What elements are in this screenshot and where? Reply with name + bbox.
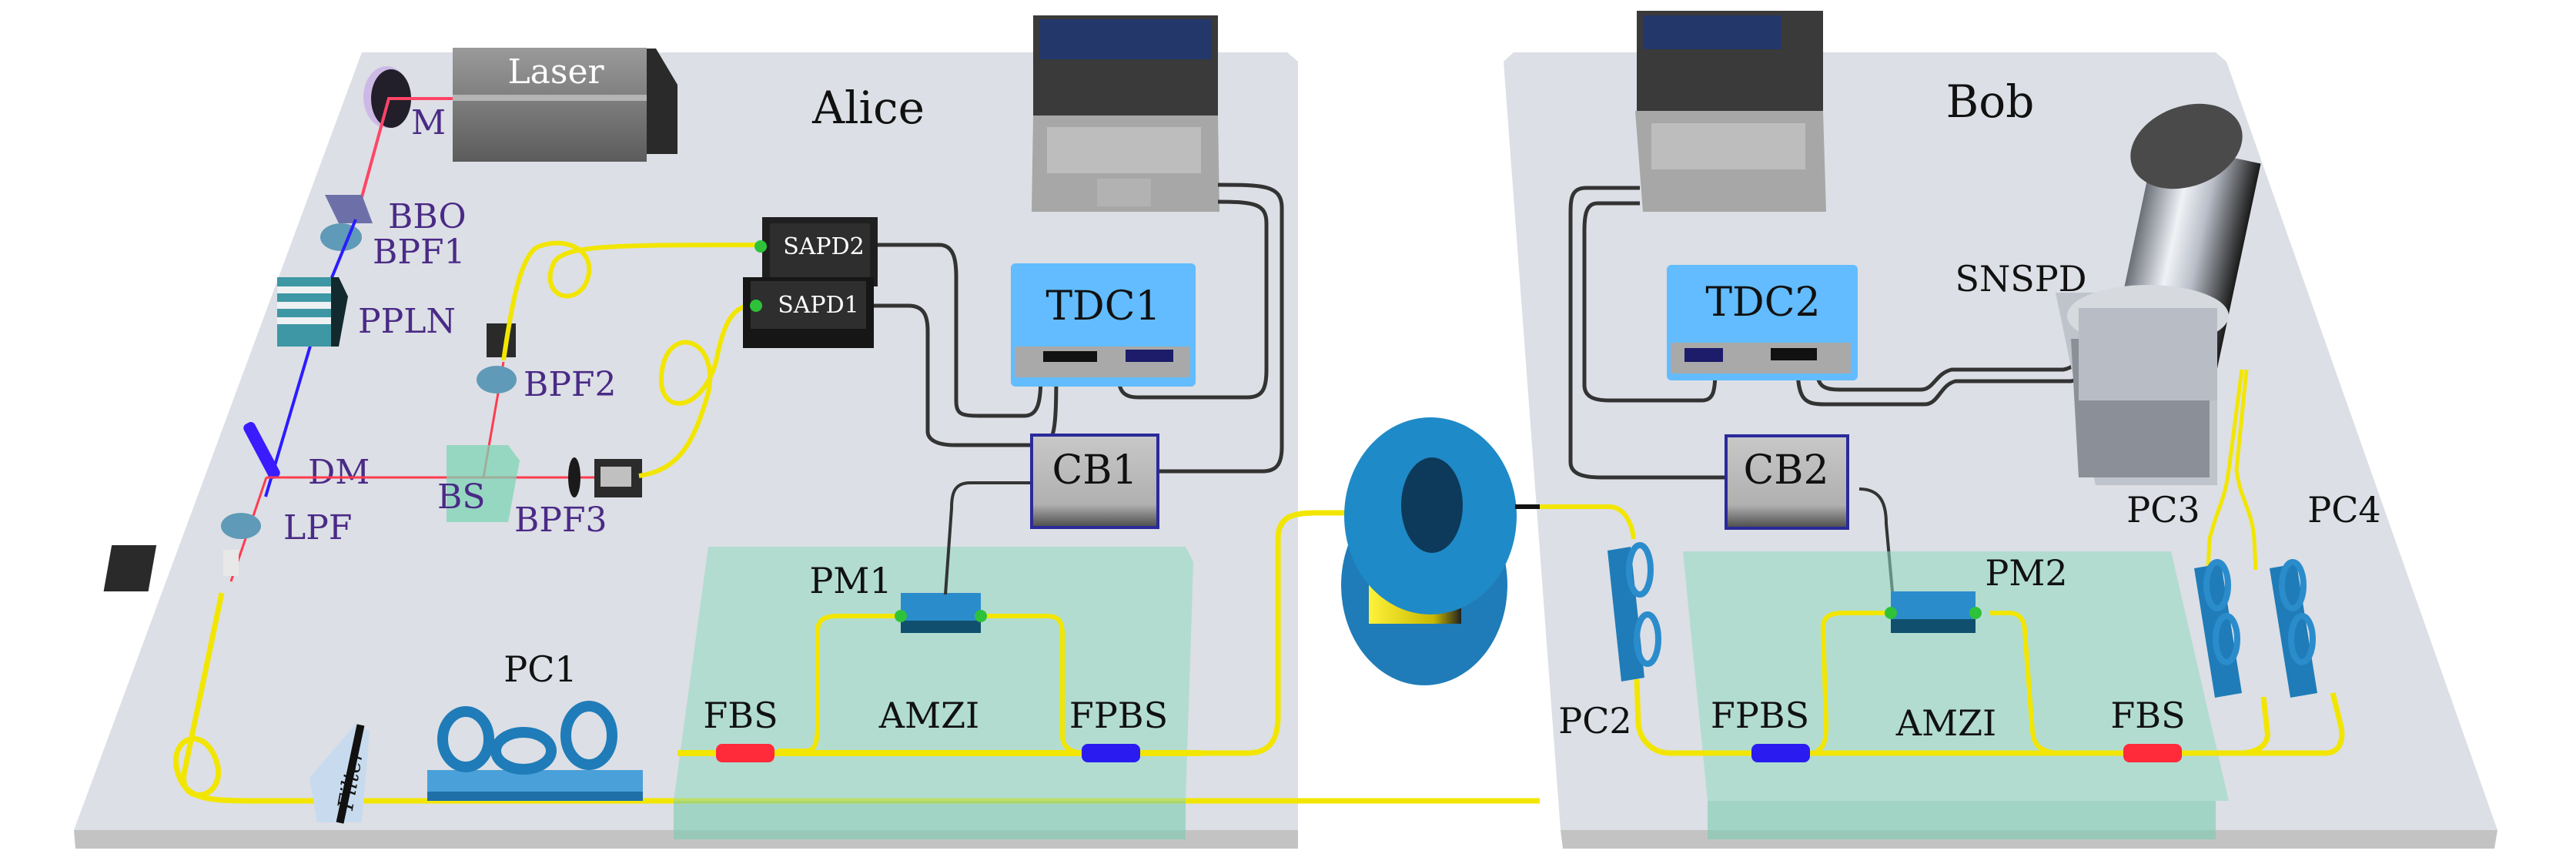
polarization-controller-pc4	[2270, 559, 2317, 698]
fpbs-alice-coupler	[1082, 744, 1140, 762]
phase-modulator-pm2	[1885, 591, 1982, 633]
cable-cb2-pm2	[1858, 487, 1895, 609]
cable-sapd2-tdc1	[878, 243, 1043, 418]
bs-label: BS	[437, 477, 485, 517]
tdc1-label: TDC1	[1045, 283, 1160, 330]
polarization-controller-pc1: PC1	[427, 648, 643, 801]
pc1-label: PC1	[503, 648, 577, 690]
pm1-label: PM1	[809, 560, 892, 601]
fiber-bob-in	[1540, 504, 1636, 540]
bbo-crystal: BBO	[325, 195, 467, 236]
ppln-crystal: PPLN	[277, 277, 456, 347]
tdc1-box: TDC1	[1011, 263, 1196, 387]
fbs-bob-label: FBS	[2110, 695, 2185, 736]
amzi-alice: FBS AMZI FPBS PM1	[674, 547, 1201, 839]
fiber-filter: Filter	[309, 724, 370, 824]
laser-label: Laser	[507, 52, 604, 92]
amzi-bob-label: AMZI	[1895, 702, 1996, 744]
beam-splitter: BS	[437, 445, 520, 522]
fiber-snspd-pc3	[2206, 369, 2244, 571]
cable-tdc1-laptop	[1116, 199, 1269, 400]
ppln-label: PPLN	[358, 302, 456, 341]
cable-laptop-cb2	[1568, 186, 1728, 480]
sapd2-label: SAPD2	[783, 233, 865, 260]
sapd1-detector: SAPD1	[743, 277, 874, 348]
fiber-to-sapd1	[638, 302, 759, 478]
pump-beam	[354, 97, 453, 220]
bob-title: Bob	[1946, 75, 2035, 128]
laser: Laser	[453, 48, 677, 162]
fpbs-bob-coupler	[1751, 744, 1810, 762]
fbs-alice-coupler	[716, 744, 774, 762]
bpf3-label: BPF3	[514, 501, 607, 540]
cable-cb1-laptop	[1155, 183, 1284, 474]
cable-sapd1-cb1	[874, 303, 1059, 447]
amzi-alice-label: AMZI	[878, 695, 979, 736]
pc4-label: PC4	[2307, 489, 2380, 531]
cb2-box: CB2	[1725, 434, 1849, 530]
alice-title: Alice	[811, 82, 925, 134]
cb1-box: CB1	[1030, 434, 1159, 529]
fiber-to-sapd2	[501, 240, 763, 361]
pc2-label: PC2	[1558, 700, 1631, 742]
amzi-bob: FPBS AMZI FBS PM2	[1634, 551, 2345, 839]
bbo-label: BBO	[388, 197, 467, 236]
sapd1-label: SAPD1	[778, 292, 859, 319]
cb2-label: CB2	[1743, 447, 1828, 494]
cable-laptop-tdc2	[1582, 201, 1718, 403]
bpf1-label: BPF1	[373, 233, 465, 272]
laptop-alice	[1032, 15, 1219, 212]
polarization-controller-pc3	[2194, 559, 2242, 698]
fbs-alice-label: FBS	[703, 695, 778, 736]
dichroic-mirror: DM	[243, 422, 370, 492]
cable-cb1-pm1	[944, 481, 1032, 595]
pc3-label: PC3	[2126, 489, 2200, 531]
tdc2-box: TDC2	[1667, 265, 1858, 380]
pm2-label: PM2	[1985, 552, 2067, 594]
snspd-cryostat: SNSPD	[1955, 103, 2261, 485]
cb1-label: CB1	[1052, 447, 1137, 494]
lpf-filter: LPF	[103, 508, 352, 591]
fpbs-alice-label: FPBS	[1069, 695, 1168, 736]
fiber-alice-main	[173, 592, 1540, 804]
lpf-label: LPF	[283, 508, 352, 548]
sapd2-detector: SAPD2	[754, 217, 878, 286]
polarization-controller-pc2: PC2	[1558, 542, 1661, 742]
fiber-snspd-pc4	[2234, 369, 2258, 571]
snspd-label: SNSPD	[1955, 258, 2086, 300]
laptop-bob	[1635, 11, 1826, 212]
bpf2-filter: BPF2	[477, 323, 616, 404]
fiber-spool	[1341, 417, 1540, 685]
bpf3-filter: BPF3	[514, 457, 642, 540]
fbs-bob-coupler	[2123, 744, 2182, 762]
dm-label: DM	[308, 453, 370, 492]
fpbs-bob-label: FPBS	[1711, 695, 1809, 736]
fiber-alice-out	[1193, 510, 1378, 756]
phase-modulator-pm1	[895, 593, 987, 633]
tdc2-label: TDC2	[1705, 280, 1820, 326]
bpf2-label: BPF2	[524, 365, 616, 404]
m-label: M	[411, 103, 446, 142]
